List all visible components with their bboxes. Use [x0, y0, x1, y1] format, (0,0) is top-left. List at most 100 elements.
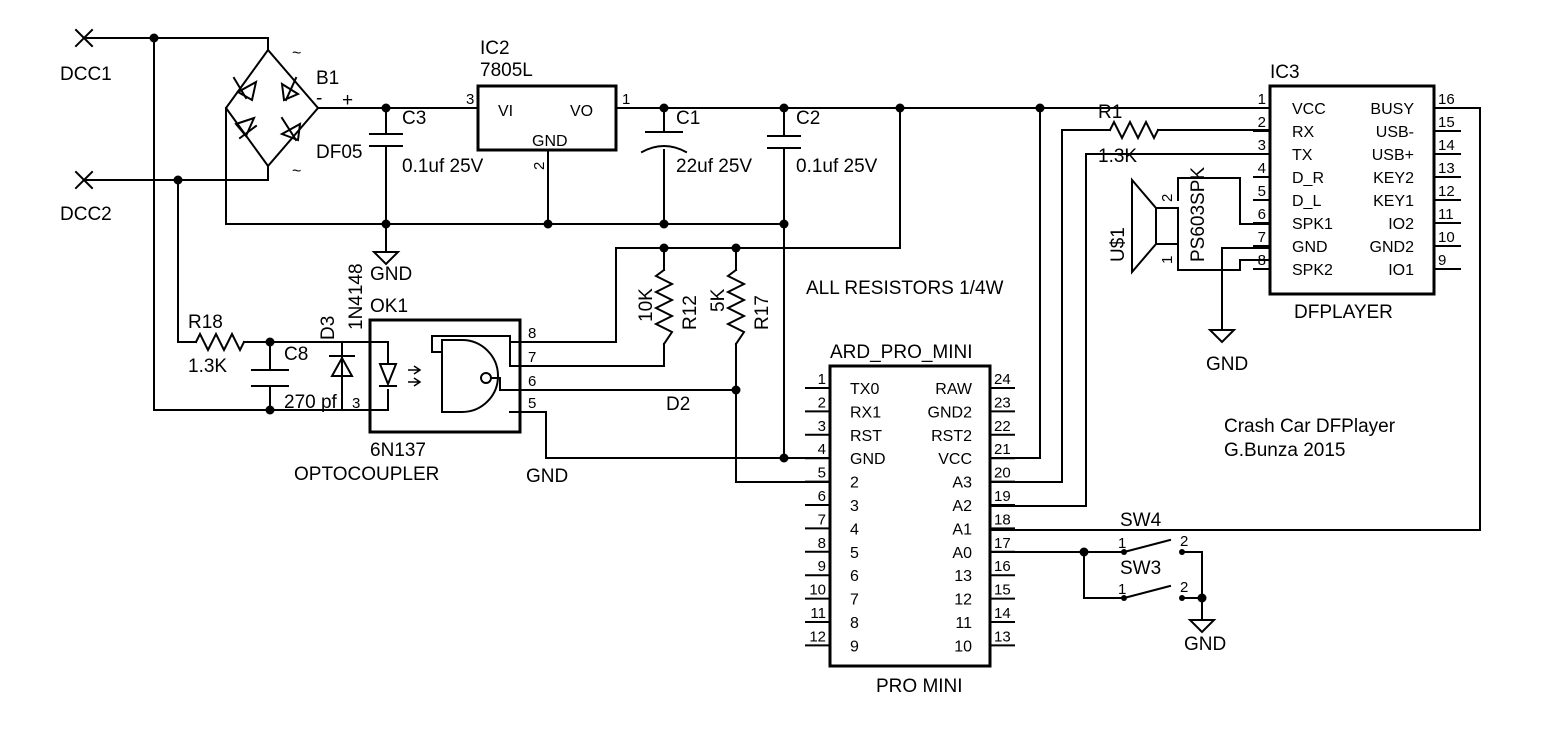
- ic2-pin-out: 1: [622, 91, 630, 108]
- dfplayer-pins: 1VCC2RX3TX4D_R5D_L6SPK17GND8SPK216BUSY15…: [1253, 91, 1461, 279]
- c3-ref: C3: [402, 108, 426, 129]
- capacitor-c8: C8 270 pf: [251, 344, 338, 413]
- df-pin-name-1: VCC: [1292, 101, 1326, 118]
- ok1-caption: OPTOCOUPLER: [294, 464, 439, 485]
- bridge-rectifier: B1 DF05 - + ~ ~: [224, 45, 362, 180]
- ard-pin-name-1: TX0: [850, 381, 879, 398]
- df-pin-number-8: 8: [1258, 252, 1266, 269]
- speaker-u1: U$1 PS603SPK 2 1: [1108, 167, 1209, 275]
- speaker-pin2: 2: [1159, 194, 1176, 202]
- arduino-pro-mini: ARD_PRO_MINI PRO MINI 1TX02RX13RST4GND52…: [805, 342, 1015, 697]
- dfplayer-ic3: IC3 DFPLAYER 1VCC2RX3TX4D_R5D_L6SPK17GND…: [1253, 62, 1461, 323]
- regulator-ic2: IC2 7805L VI VO GND 3 1 2: [466, 38, 630, 170]
- df-pin-number-7: 7: [1258, 229, 1266, 246]
- df-pin-name-13: KEY2: [1373, 170, 1414, 187]
- ard-pin-name-21: VCC: [938, 451, 972, 468]
- ard-pin-name-17: A0: [952, 545, 972, 562]
- d3-ref: D3: [318, 316, 339, 340]
- capacitor-c1: C1 22uf 25V: [640, 108, 752, 177]
- df-pin-name-4: D_R: [1292, 170, 1324, 187]
- sw3-pin1: 1: [1118, 581, 1126, 598]
- diode-d3: D3 1N4148: [318, 263, 367, 377]
- gnd-label-2: GND: [1206, 354, 1248, 375]
- arduino-pins: 1TX02RX13RST4GND526374859610711812924RAW…: [805, 371, 1015, 655]
- switch-sw3: SW3 1 2: [1118, 558, 1188, 601]
- df-pin-name-5: D_L: [1292, 193, 1321, 210]
- df-pin-number-3: 3: [1258, 137, 1266, 154]
- df-pin-name-11: IO2: [1388, 216, 1414, 233]
- ard-caption: PRO MINI: [876, 676, 963, 697]
- df-pin-name-8: SPK2: [1292, 262, 1333, 279]
- ard-pin-number-11: 11: [810, 605, 826, 622]
- ard-pin-number-22: 22: [994, 418, 1011, 435]
- ard-pin-number-13: 13: [994, 628, 1011, 645]
- ard-pin-number-12: 12: [809, 628, 826, 645]
- ard-pin-name-12: 9: [850, 638, 859, 655]
- ic2-value: 7805L: [480, 60, 533, 81]
- df-pin-name-2: RX: [1292, 124, 1315, 141]
- ard-pin-number-3: 3: [818, 418, 826, 435]
- title-line-1: Crash Car DFPlayer: [1224, 416, 1396, 437]
- gnd-label-3: GND: [1184, 634, 1226, 655]
- ic2-ref: IC2: [480, 38, 510, 59]
- b1-value: DF05: [316, 142, 362, 163]
- df-pin-name-14: USB+: [1372, 147, 1414, 164]
- resistor-r18: R18 1.3K: [188, 312, 246, 377]
- ok1-pin8: 8: [528, 325, 536, 342]
- ard-pin-name-4: GND: [850, 451, 886, 468]
- df-pin-name-16: BUSY: [1370, 101, 1414, 118]
- df-pin-name-12: KEY1: [1373, 193, 1414, 210]
- ard-pin-name-3: RST: [850, 428, 882, 445]
- ard-pin-name-20: A3: [952, 475, 972, 492]
- c1-ref: C1: [676, 108, 700, 129]
- df-pin-number-11: 11: [1438, 206, 1454, 223]
- ard-pin-number-1: 1: [818, 371, 826, 388]
- df-pin-number-2: 2: [1258, 114, 1266, 131]
- ard-pin-name-5: 2: [850, 475, 859, 492]
- wires: [83, 37, 1481, 621]
- ard-pin-name-10: 7: [850, 592, 859, 609]
- resistor-note: ALL RESISTORS 1/4W: [806, 278, 1004, 299]
- ard-pin-number-10: 10: [809, 582, 826, 599]
- speaker-pin1: 1: [1159, 256, 1176, 264]
- df-pin-name-9: IO1: [1388, 262, 1414, 279]
- df-pin-number-13: 13: [1438, 160, 1455, 177]
- resistor-r1: R1 1.3K: [1098, 102, 1160, 167]
- ard-pin-number-18: 18: [994, 511, 1011, 528]
- c1-value: 22uf 25V: [676, 156, 752, 177]
- dcc-connectors: DCC1 DCC2: [60, 28, 112, 225]
- ard-pin-name-6: 3: [850, 498, 859, 515]
- r18-value: 1.3K: [188, 356, 227, 377]
- c8-ref: C8: [284, 344, 308, 365]
- dcc1-label: DCC1: [60, 64, 112, 85]
- df-pin-name-6: SPK1: [1292, 216, 1333, 233]
- r1-ref: R1: [1098, 102, 1122, 123]
- df-pin-number-6: 6: [1258, 206, 1266, 223]
- optocoupler-ok1: OK1 6N137 OPTOCOUPLER 8 7 6 5 3: [294, 296, 536, 485]
- df-pin-number-15: 15: [1438, 114, 1455, 131]
- switch-sw4: SW4 1 2: [1118, 510, 1188, 555]
- dcc2-label: DCC2: [60, 204, 112, 225]
- ic2-pin-in: 3: [466, 91, 474, 108]
- b1-ref: B1: [316, 68, 339, 89]
- ard-pin-number-9: 9: [818, 558, 826, 575]
- net-d2-label: D2: [666, 394, 690, 415]
- ic3-caption: DFPLAYER: [1294, 302, 1393, 323]
- ard-pin-number-2: 2: [818, 394, 826, 411]
- df-pin-number-5: 5: [1258, 183, 1266, 200]
- r17-ref: R17: [752, 295, 773, 330]
- ok1-value: 6N137: [370, 440, 426, 461]
- resistor-r17: 5K R17: [708, 268, 773, 346]
- b1-ac2: ~: [292, 163, 301, 180]
- r1-value: 1.3K: [1098, 146, 1137, 167]
- ard-ref: ARD_PRO_MINI: [830, 342, 973, 363]
- ard-pin-number-17: 17: [994, 535, 1011, 552]
- ard-pin-name-11: 8: [850, 615, 859, 632]
- ard-pin-number-7: 7: [818, 511, 826, 528]
- ard-pin-number-6: 6: [818, 488, 826, 505]
- df-pin-number-14: 14: [1438, 137, 1455, 154]
- ard-pin-name-8: 5: [850, 545, 859, 562]
- df-pin-number-12: 12: [1438, 183, 1455, 200]
- ard-pin-name-18: A1: [952, 521, 972, 538]
